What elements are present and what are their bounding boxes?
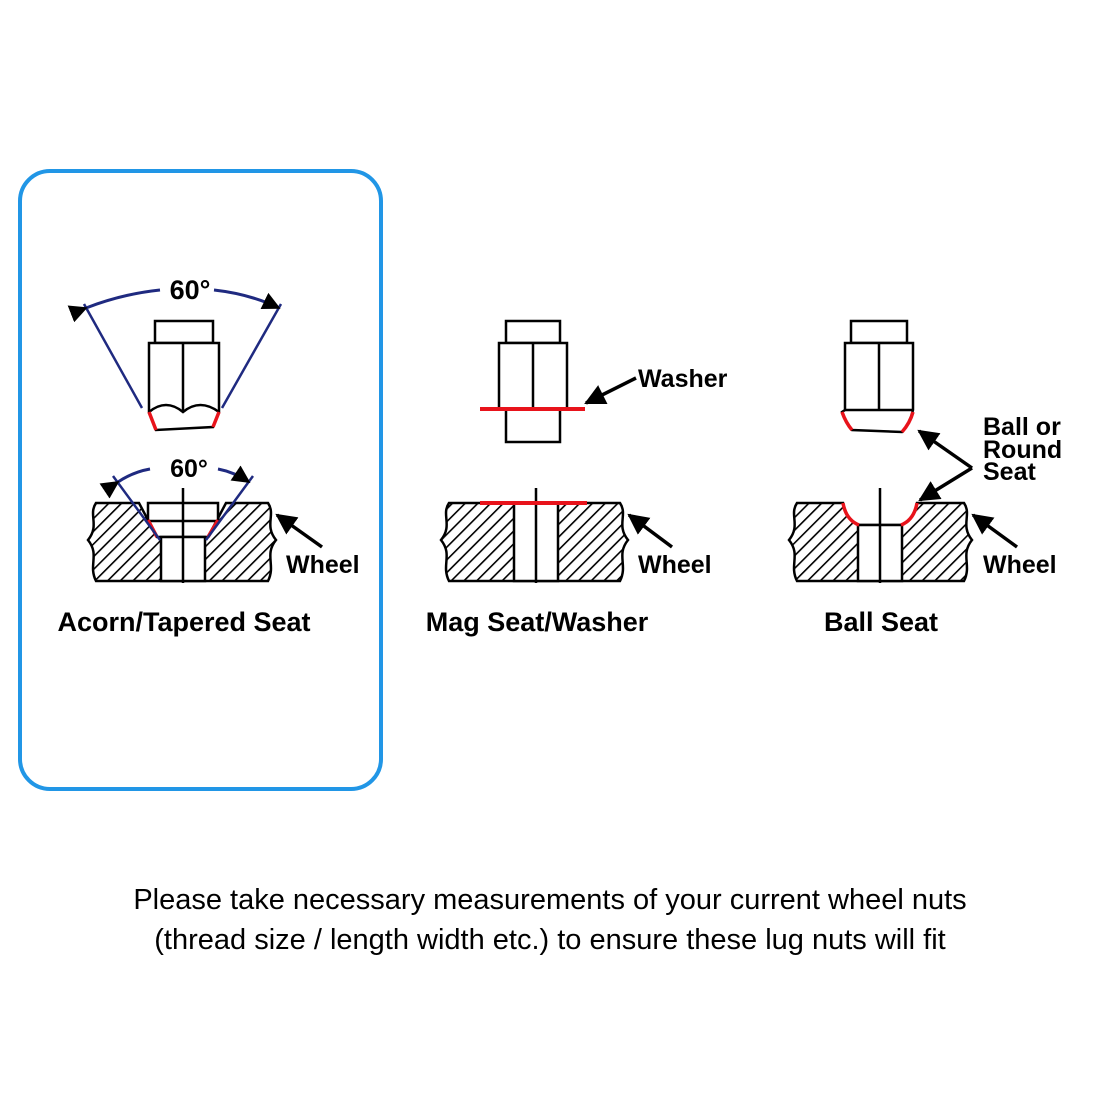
ball-seat-label-line-3: Seat	[983, 458, 1036, 486]
acorn-wheel-label: Wheel	[286, 551, 360, 579]
acorn-title: Acorn/Tapered Seat	[57, 607, 310, 637]
ball-lug-nut	[840, 319, 915, 434]
ball-seat-label-line-1: Ball or	[983, 413, 1061, 441]
ball-seat-diagram: Ball or Round Seat Wheel Ball Seat	[787, 319, 1062, 637]
fitment-note-line-1: Please take necessary measurements of yo…	[133, 884, 967, 916]
ball-seat-arrow-upper	[917, 429, 974, 470]
mag-washer-arrow	[584, 376, 637, 405]
fitment-note: Please take necessary measurements of yo…	[0, 880, 1100, 960]
mag-lug-nut	[497, 319, 569, 444]
acorn-seat-angle-label: 60°	[170, 455, 208, 483]
ball-seat-arrow-lower	[918, 466, 973, 502]
fitment-note-line-2: (thread size / length width etc.) to ens…	[154, 924, 946, 956]
acorn-seat-diagram: 60° 60° Wheel Acorn/Tapered Seat	[57, 275, 359, 637]
ball-nut-seat-contact	[840, 411, 915, 434]
highlight-frame	[18, 169, 383, 791]
mag-wheel-arrow	[627, 513, 674, 549]
mag-seat-diagram: Washer Wheel Mag Seat/Washer	[426, 319, 728, 637]
ball-seat-label-line-2: Round	[983, 436, 1062, 464]
acorn-wheel-arrow	[275, 513, 324, 549]
ball-wheel-seat-contact	[841, 502, 919, 527]
acorn-nut-angle-label: 60°	[170, 275, 211, 305]
acorn-nut-seat-contact	[147, 411, 221, 431]
acorn-lug-nut	[147, 319, 221, 432]
acorn-nut-angle-arc	[86, 288, 279, 308]
mag-washer-label: Washer	[638, 365, 728, 393]
ball-wheel-arrow	[971, 513, 1019, 549]
mag-title: Mag Seat/Washer	[426, 607, 649, 637]
ball-title: Ball Seat	[824, 607, 938, 637]
ball-wheel-label: Wheel	[983, 551, 1057, 579]
acorn-seat-angle-arc	[118, 469, 249, 482]
mag-wheel-label: Wheel	[638, 551, 712, 579]
